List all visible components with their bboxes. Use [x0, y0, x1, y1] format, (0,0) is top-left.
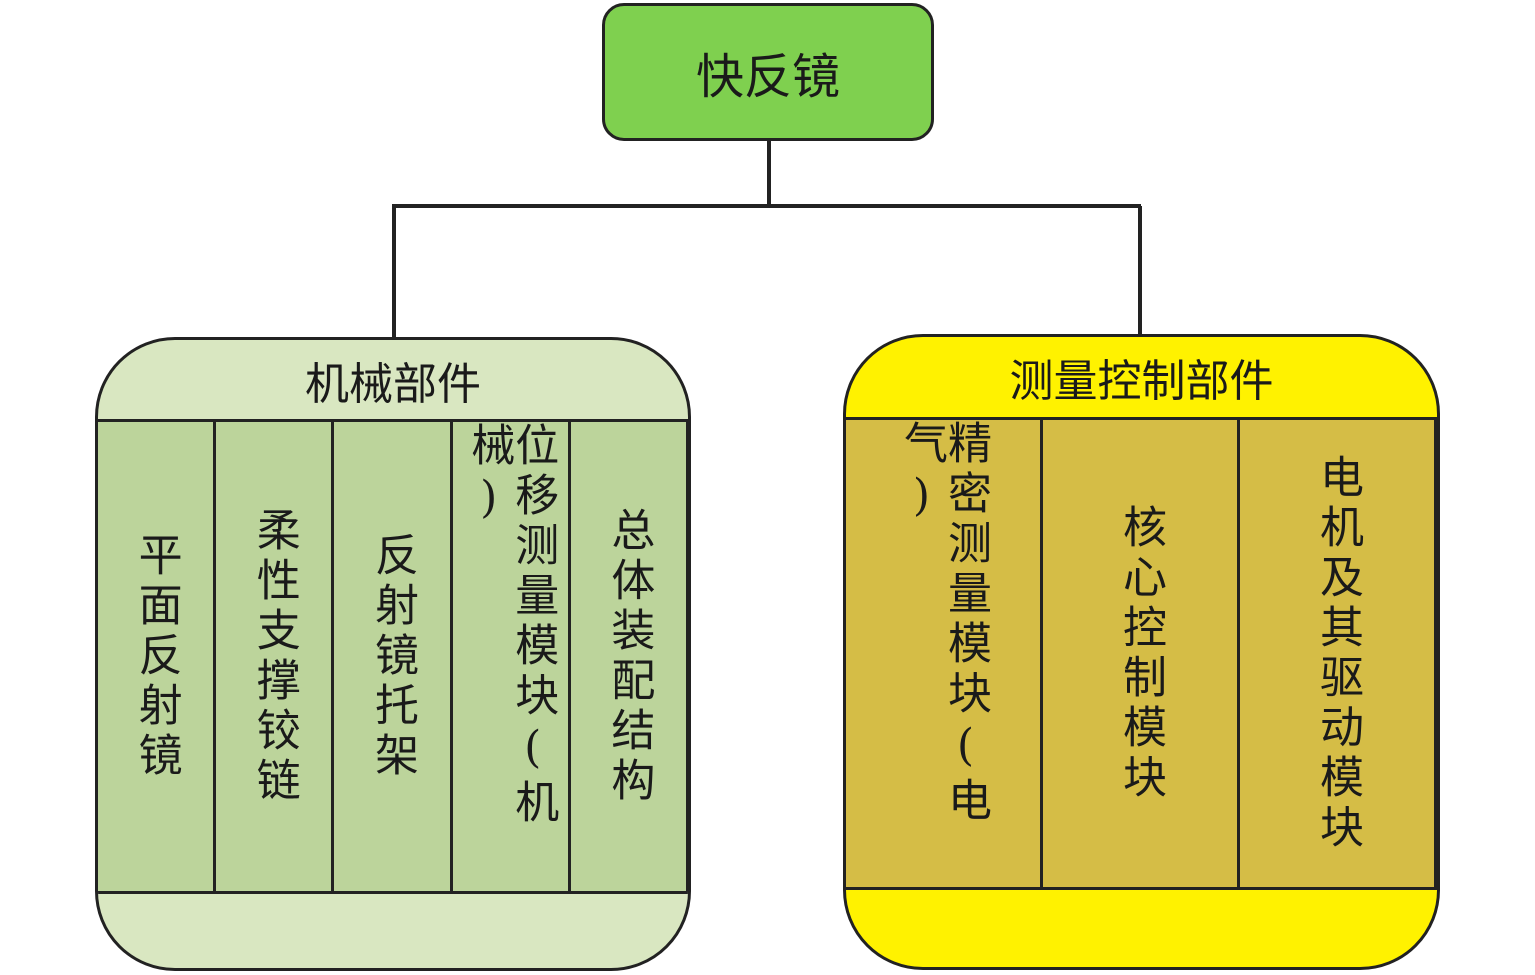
item-label: 电机及其驱动模块 [1312, 453, 1363, 854]
item-column: 电机及其驱动模块 [1240, 420, 1437, 887]
item-column: 平面反射镜 [98, 422, 217, 891]
root-node: 快反镜 [602, 3, 934, 141]
item-column: 反射镜托架 [334, 422, 453, 891]
item-label: 总体装配结构 [603, 506, 655, 807]
group-title: 机械部件 [305, 359, 481, 410]
root-label: 快反镜 [695, 49, 840, 105]
group-title: 测量控制部件 [1009, 356, 1274, 407]
item-label: 柔性支撑铰链 [248, 506, 300, 807]
item-label: 平面反射镜 [130, 531, 182, 782]
group-measurement-control-parts: 测量控制部件 精密测量模块(电气) 核心控制模块 电机及其驱动模块 [843, 334, 1440, 970]
item-label: 反射镜托架 [367, 531, 418, 782]
group-mechanical-parts: 机械部件 平面反射镜 柔性支撑铰链 反射镜托架 位移测量模块(机械) 总体装配结… [95, 337, 691, 971]
item-label: 位移测量模块(机械) [463, 422, 559, 829]
item-column: 精密测量模块(电气) [846, 420, 1043, 887]
item-label: 核心控制模块 [1115, 503, 1166, 804]
item-column: 核心控制模块 [1043, 420, 1240, 887]
item-label: 精密测量模块(电气) [896, 420, 991, 827]
item-columns: 平面反射镜 柔性支撑铰链 反射镜托架 位移测量模块(机械) 总体装配结构 [98, 419, 688, 894]
item-column: 位移测量模块(机械) [453, 422, 571, 891]
item-column: 总体装配结构 [571, 422, 688, 891]
item-columns: 精密测量模块(电气) 核心控制模块 电机及其驱动模块 [846, 417, 1437, 890]
item-column: 柔性支撑铰链 [216, 422, 335, 891]
